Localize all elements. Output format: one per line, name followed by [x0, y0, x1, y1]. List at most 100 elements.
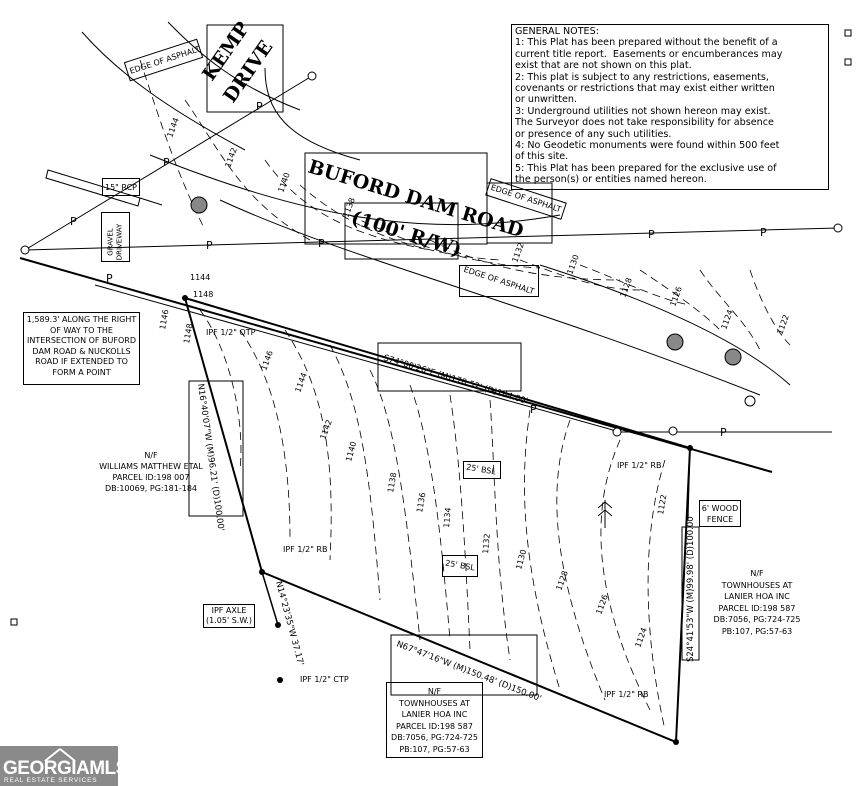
row-note-line: ROAD IF EXTENDED TO: [35, 357, 128, 366]
ipf-axle-label: IPF AXLE (1.05' S.W.): [203, 604, 255, 628]
contour-label: 1146: [158, 309, 170, 331]
owner-line: PB:107, PG:57-63: [721, 626, 793, 636]
ipf-rb-label: IPF 1/2" RB: [617, 461, 662, 470]
contour-label: 1124: [719, 308, 734, 330]
owner-line: N/F: [427, 687, 442, 696]
note-line: 2: This plat is subject to any restricti…: [515, 71, 769, 83]
ipf-otp-label: IPF 1/2" OTP: [206, 328, 256, 337]
ipf-rb-label: IPF 1/2" RB: [283, 545, 328, 554]
bearing-box-north: [377, 342, 522, 392]
edge-asphalt-label: EDGE OF ASPHALT: [459, 265, 539, 297]
property-boundary-short: [261, 571, 279, 626]
note-line: covenants or restrictions that may exist…: [515, 83, 775, 95]
power-pole-icon: [612, 427, 622, 437]
power-line: [24, 75, 313, 251]
bearing-box-south: [390, 634, 538, 696]
edge-asphalt-text: EDGE OF ASPHALT: [462, 264, 536, 297]
note-line: The Surveyor does not take responsibilit…: [515, 117, 774, 129]
note-line: exist that are not shown on this plat.: [515, 60, 692, 72]
note-line: or presence of any such utilities.: [515, 128, 672, 140]
contour-label: 1132: [481, 533, 492, 554]
owner-line: N/F: [750, 569, 764, 578]
bsl-text: 25' BSL: [444, 558, 476, 573]
contour-label: 1142: [223, 146, 238, 168]
contour-label: 1134: [442, 507, 453, 528]
power-line-label: P: [106, 272, 113, 285]
contour-label: 1122: [656, 494, 668, 516]
tree-icon: [190, 196, 208, 214]
gravel-driveway-label: GRAVEL DRIVEWAY: [106, 224, 124, 261]
row-note-line: 1,589.3' ALONG THE RIGHT: [26, 315, 137, 324]
watermark-brand: GEORGIAMLS: [3, 758, 128, 779]
contour-label: 1148: [193, 290, 213, 299]
iron-pin-icon: [275, 622, 281, 628]
owner-line: DB:7056, PG:724-725: [391, 733, 478, 742]
bsl-label: 25' BSL: [463, 461, 501, 479]
power-line-label: P: [163, 156, 170, 169]
note-line: 1: This Plat has been prepared without t…: [515, 37, 778, 49]
note-line: the person(s) or entities named hereon.: [515, 174, 707, 186]
rcp-label: 15" RCP: [102, 178, 140, 196]
ipf-rb-label: IPF 1/2" RB: [604, 690, 649, 699]
power-line-label: P: [530, 403, 537, 416]
contour-label: 1136: [415, 492, 427, 514]
power-pole-icon: [307, 71, 317, 81]
note-line: 4: No Geodetic monuments were found with…: [515, 140, 780, 152]
marker-square-icon: [844, 29, 852, 37]
contour-label: 1140: [276, 171, 291, 193]
marker-square-icon: [10, 618, 18, 626]
tree-icon: [666, 333, 684, 351]
owner-line: TOWNHOUSES AT: [399, 698, 470, 708]
contour-label: 1144: [190, 273, 210, 282]
buford-road-edge: [219, 199, 761, 396]
note-line: 3: Underground utilities not shown hereo…: [515, 105, 771, 117]
rcp-pipe: [45, 169, 141, 207]
power-line-label: P: [256, 100, 263, 113]
contour-label: 1142: [318, 418, 333, 440]
notes-title: GENERAL NOTES:: [515, 26, 599, 37]
bsl-label: 25' BSL: [442, 555, 478, 577]
note-line: of this site.: [515, 151, 569, 163]
owner-block-south: N/F TOWNHOUSES AT LANIER HOA INC PARCEL …: [386, 682, 483, 758]
iron-pin-icon: [673, 739, 679, 745]
iron-pin-icon: [687, 445, 693, 451]
owner-block-east: N/F TOWNHOUSES AT LANIER HOA INC PARCEL …: [703, 568, 811, 637]
fence-line: FENCE: [706, 515, 734, 524]
owner-line: LANIER HOA INC: [401, 710, 468, 719]
owner-line: DB:7056, PG:724-725: [713, 615, 801, 624]
owner-line: PARCEL ID:198 587: [718, 603, 796, 613]
kemp-drive-edge: [81, 31, 246, 151]
axle-offset-line: (1.05' S.W.): [206, 616, 252, 625]
fence-line: 6' WOOD: [701, 504, 739, 513]
note-line: 5: This Plat has been prepared for the e…: [515, 162, 777, 174]
owner-line: LANIER HOA INC: [724, 592, 790, 601]
power-line-label: P: [720, 426, 727, 439]
right-of-way-line: [19, 257, 773, 473]
bsl-text: 25' BSL: [465, 462, 497, 477]
kemp-drive-edge: [167, 21, 301, 111]
gravel-line: GRAVEL: [106, 228, 115, 256]
buford-road-edge: [539, 264, 791, 386]
buford-road-edge: [149, 154, 561, 226]
note-line: or unwritten.: [515, 94, 578, 106]
iron-pin-icon: [259, 569, 265, 575]
owner-line: TOWNHOUSES AT: [721, 580, 793, 590]
gravel-driveway-box: GRAVEL DRIVEWAY: [101, 212, 130, 262]
power-pole-icon: [20, 245, 30, 255]
axle-line: IPF AXLE: [211, 606, 247, 615]
iron-pin-icon: [182, 295, 188, 301]
tree-icon: [724, 348, 742, 366]
contour-label: 1144: [293, 371, 308, 393]
bearing-box-east: [681, 526, 700, 661]
contour-label: 1146: [259, 349, 274, 371]
contour-label: 1148: [182, 323, 194, 345]
owner-line: PB:107, PG:57-63: [399, 744, 470, 754]
conifer-icon: [597, 500, 613, 528]
hydrant-icon: [744, 395, 756, 407]
georgia-mls-watermark: GEORGIAMLS REAL ESTATE SERVICES: [0, 746, 128, 786]
bearing-east: S24°41'53"W (M)99.98' (D)100.00': [686, 514, 696, 662]
house-roof-icon: [44, 748, 76, 762]
power-line-label: P: [648, 228, 655, 241]
power-line-label: P: [760, 226, 767, 239]
